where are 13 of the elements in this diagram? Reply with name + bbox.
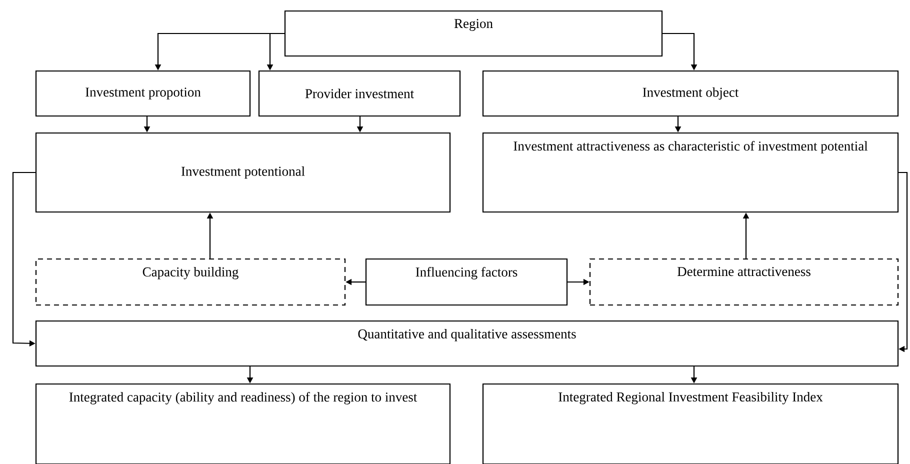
process-box: Investment propotion — [35, 70, 251, 117]
process-box: Influencing factors — [365, 258, 568, 306]
process-box: Region — [284, 10, 663, 57]
arrow — [898, 172, 908, 352]
process-box: Investment potentional — [35, 132, 451, 213]
process-box: Investment attractiveness as characteristic of investment potential — [482, 132, 899, 213]
dashed-box: Capacity building — [35, 258, 346, 306]
process-box: Investment object — [482, 70, 899, 117]
process-box: Integrated Regional Investment Feasibility Index — [482, 383, 899, 464]
process-box: Integrated capacity (ability and readiness) of the region to invest — [35, 383, 451, 464]
process-box: Quantitative and qualitative assessments — [35, 320, 899, 367]
process-box: Provider investment — [258, 70, 461, 117]
dashed-box: Determine attractiveness — [589, 258, 899, 306]
